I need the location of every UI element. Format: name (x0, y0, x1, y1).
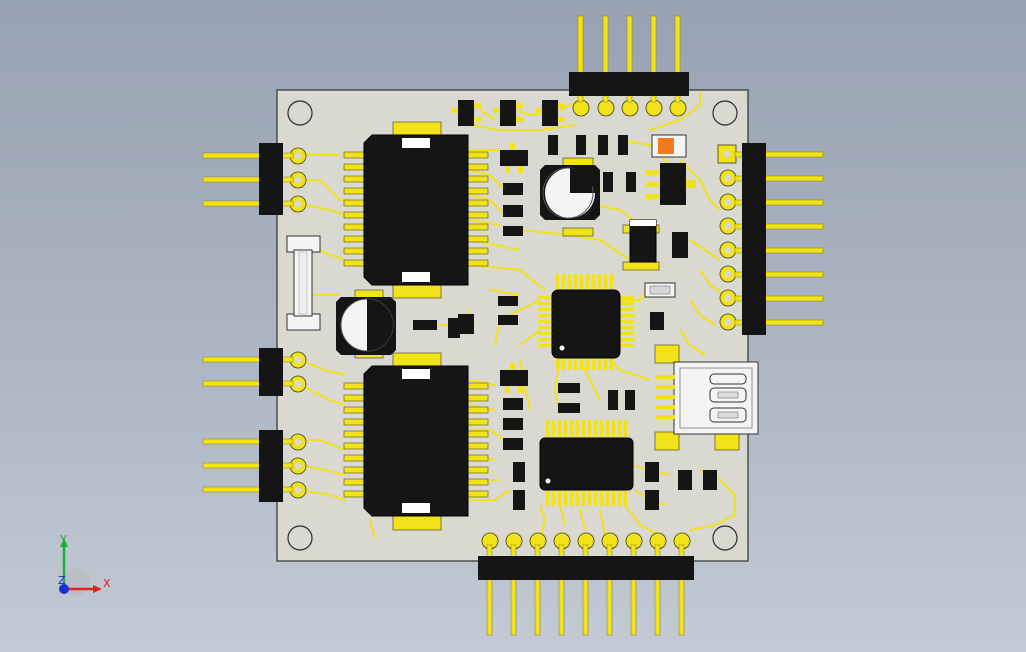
smd-passives[interactable] (413, 135, 717, 510)
header-body-right (742, 143, 766, 335)
header-pad-holes-left (294, 152, 302, 494)
header-body-top (569, 72, 689, 96)
axis-y-label: Y (59, 533, 67, 546)
mini-usb-connector[interactable] (655, 361, 759, 435)
axis-x-label: X (103, 577, 111, 590)
transistor-leads (451, 103, 565, 393)
usb-interface-ic[interactable] (539, 420, 634, 506)
header-pins-top (577, 15, 681, 103)
header-pad-holes-right (723, 150, 732, 326)
header-pins-bottom (486, 544, 685, 636)
microcontroller-qfp[interactable] (538, 274, 634, 370)
electrolytic-capacitor-top[interactable] (540, 165, 600, 220)
motor-driver-ic-bottom[interactable] (343, 365, 489, 517)
crystal-oscillator[interactable] (644, 282, 676, 298)
axis-z-label: Z (58, 574, 66, 587)
axis-triad: Y X Z (58, 533, 111, 596)
header-pins-left (202, 152, 294, 493)
sot23-transistors[interactable] (458, 100, 688, 386)
voltage-regulator[interactable] (646, 163, 696, 205)
header-pins-right (734, 151, 824, 326)
header-body-bottom (478, 556, 694, 580)
smd-diode[interactable] (629, 219, 657, 263)
mounting-holes (287, 100, 738, 551)
status-led[interactable] (651, 134, 687, 158)
motor-driver-ic-top[interactable] (343, 134, 489, 286)
electrolytic-capacitor-left[interactable] (336, 297, 396, 355)
fuse[interactable] (286, 235, 321, 331)
header-bodies-left (259, 143, 283, 502)
